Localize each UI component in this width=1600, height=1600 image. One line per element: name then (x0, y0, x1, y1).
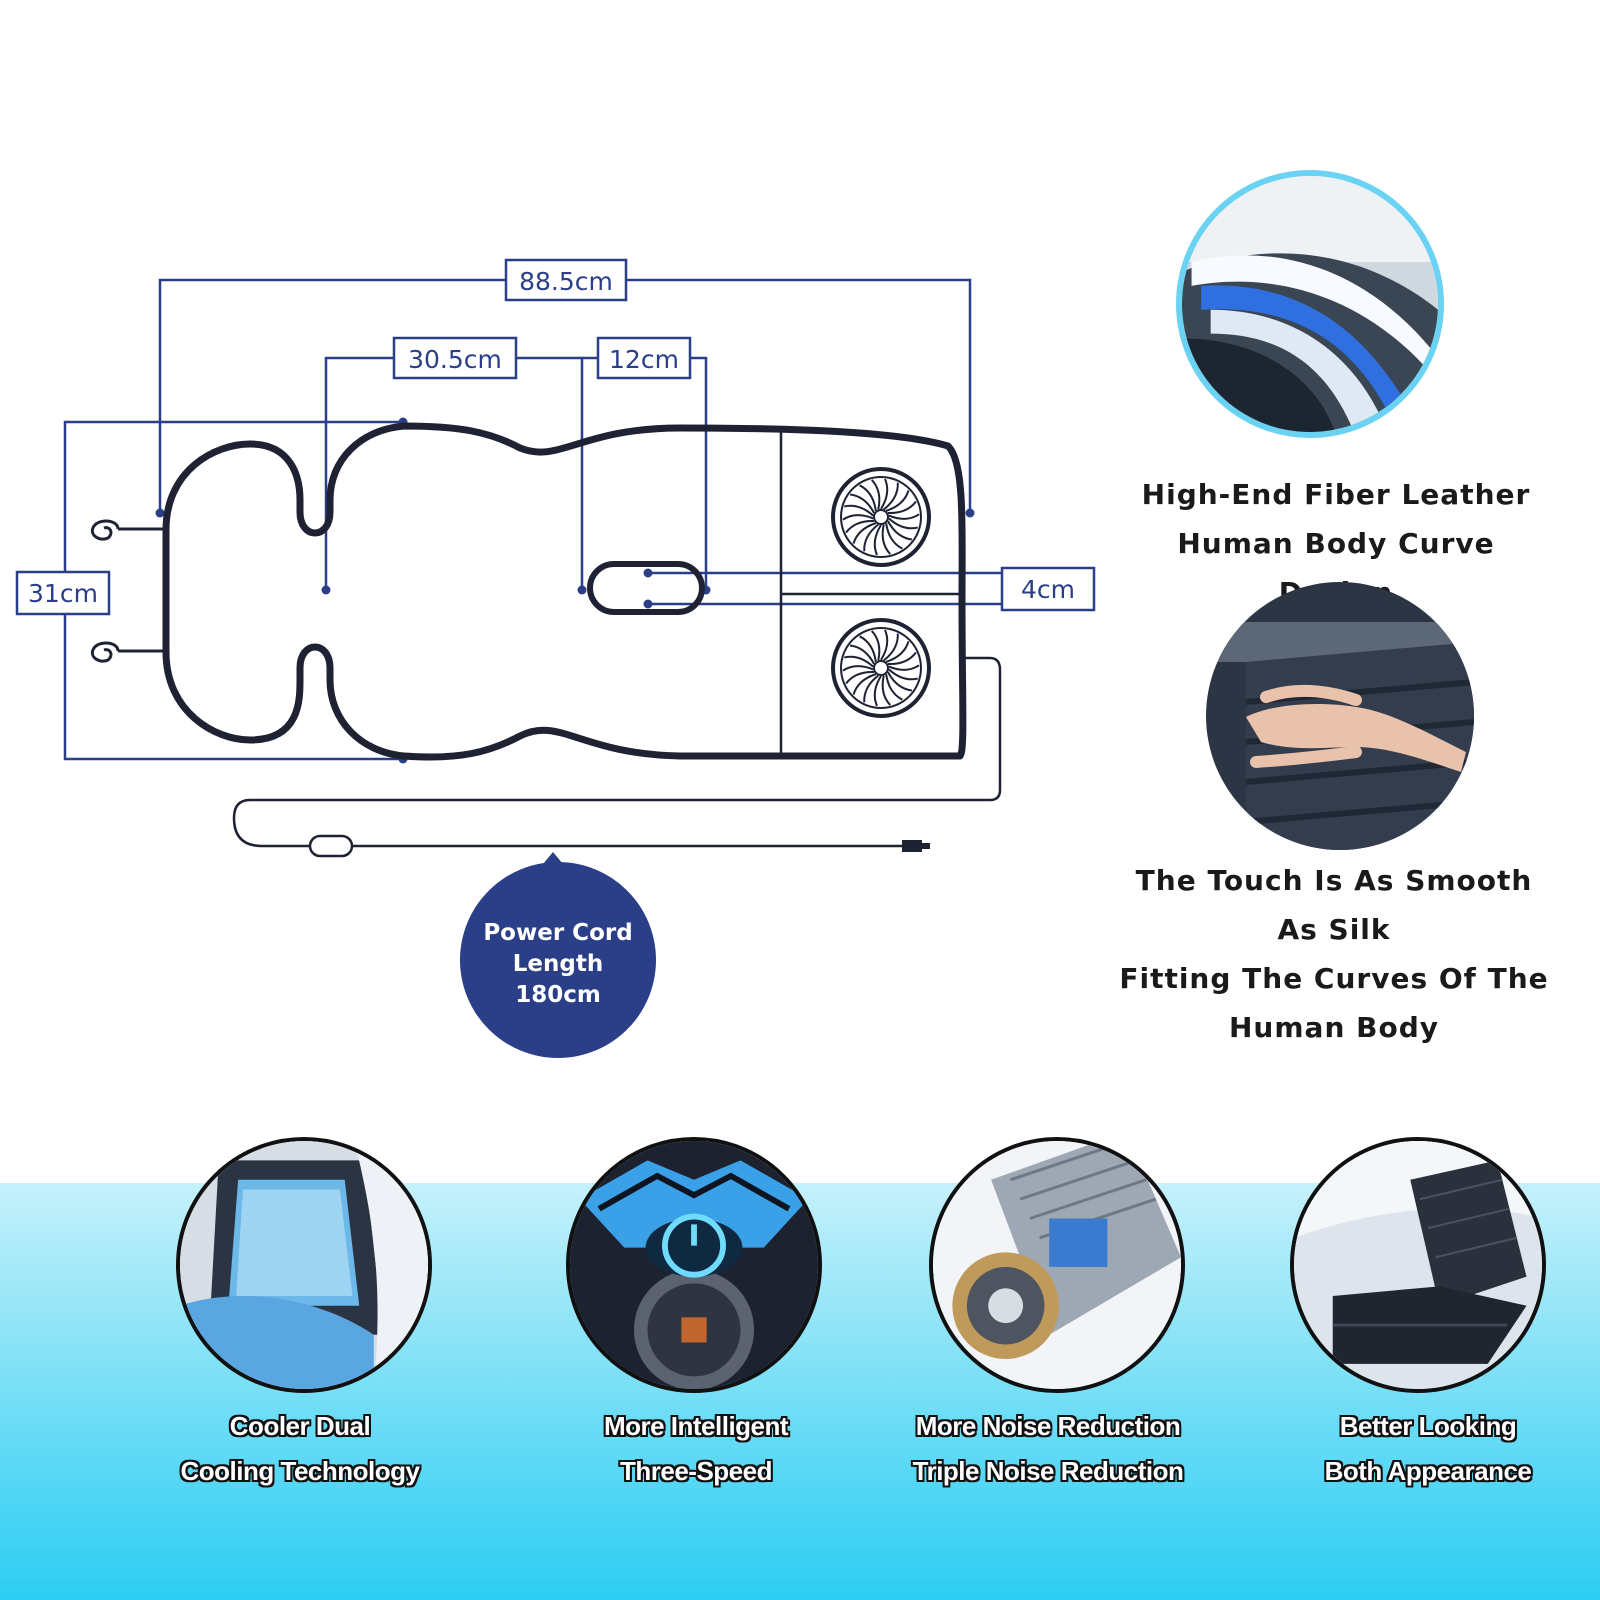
caption-line: Triple Noise Reduction (912, 1456, 1184, 1486)
fan-icon (831, 618, 931, 718)
caption-line: More Intelligent (603, 1411, 789, 1441)
caption-line: Better Looking (1339, 1411, 1517, 1441)
power-cord-badge: Power Cord Length 180cm (460, 852, 656, 1058)
cushion-outline (162, 422, 967, 761)
hand-touch-photo (1206, 582, 1474, 850)
caption-line: More Noise Reduction (915, 1411, 1181, 1441)
caption-line: Cooler Dual (229, 1411, 371, 1441)
hook-icon (91, 519, 166, 541)
label-slot-length: 12cm (609, 345, 679, 374)
power-cord-line1: Power Cord (483, 920, 632, 946)
seat-cushion-dimension-diagram: 88.5cm 30.5cm 12cm 4cm 31cm (15, 258, 1096, 1058)
cushion-divider (779, 430, 962, 756)
center-slot (587, 561, 705, 615)
dimension-line-total-length (158, 278, 972, 513)
dimension-line-upper-length (324, 356, 584, 590)
fiber-leather-photo (1176, 170, 1444, 438)
cooling-seat-photo (176, 1137, 432, 1393)
caption-line: Both Appearance (1324, 1456, 1532, 1486)
power-cord-line2: Length (513, 951, 603, 977)
car-seat-photo (1290, 1137, 1546, 1393)
dimension-line-width (63, 420, 403, 761)
caption-line: High-End Fiber Leather (1141, 478, 1531, 511)
inline-switch (308, 834, 354, 858)
caption-line: Cooling Technology (180, 1456, 420, 1486)
feature-caption-three-speed: More Intelligent Three-Speed (536, 1404, 856, 1494)
label-width: 31cm (28, 579, 98, 608)
feature-caption-smooth-touch: The Touch Is As Smooth As Silk Fitting T… (1114, 856, 1554, 1052)
hook-icon (91, 641, 166, 663)
label-upper-length: 30.5cm (408, 345, 502, 374)
usb-plug-icon (902, 840, 922, 852)
feature-caption-cooling: Cooler Dual Cooling Technology (140, 1404, 460, 1494)
caption-line: As Silk (1277, 913, 1391, 946)
caption-line: Human Body (1229, 1011, 1439, 1044)
power-cord-line3: 180cm (515, 982, 601, 1008)
feature-caption-appearance: Better Looking Both Appearance (1268, 1404, 1588, 1494)
feature-caption-noise-reduction: More Noise Reduction Triple Noise Reduct… (888, 1404, 1208, 1494)
caption-line: Fitting The Curves Of The (1119, 962, 1549, 995)
power-knob-photo (566, 1137, 822, 1393)
caption-line: Three-Speed (620, 1456, 773, 1486)
motor-fan-photo (929, 1137, 1185, 1393)
caption-line: The Touch Is As Smooth (1135, 864, 1533, 897)
power-cord (232, 656, 1002, 848)
label-total-length: 88.5cm (519, 267, 613, 296)
fan-icon (831, 467, 931, 567)
dimension-line-slot-length (582, 356, 708, 590)
label-slot-width: 4cm (1021, 575, 1075, 604)
